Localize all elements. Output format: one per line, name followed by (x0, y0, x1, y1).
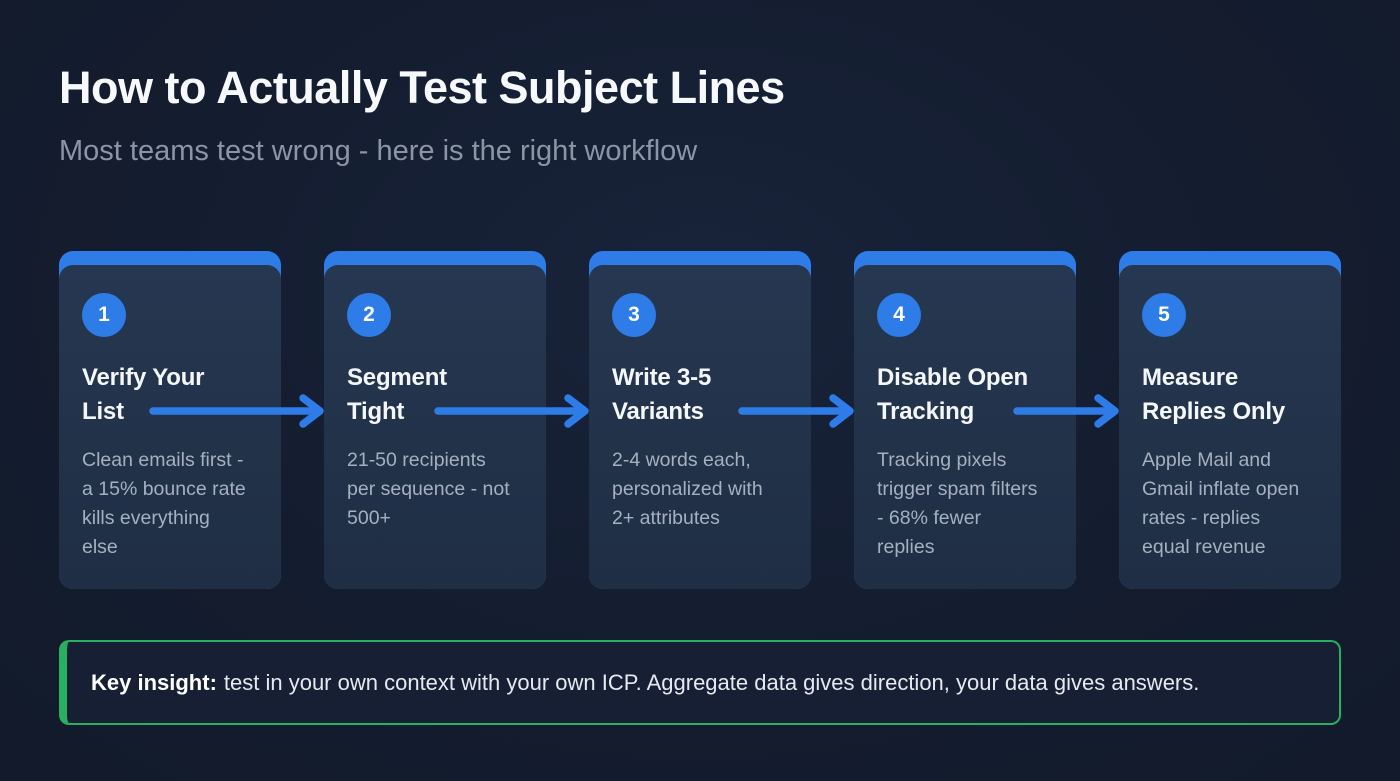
page-title: How to Actually Test Subject Lines (59, 62, 785, 113)
step-card-3: 3 Write 3-5 Variants 2-4 words each, per… (589, 251, 811, 589)
step-card-5: 5 Measure Replies Only Apple Mail and Gm… (1119, 251, 1341, 589)
step-description: Apple Mail and Gmail inflate open rates … (1142, 449, 1300, 558)
step-title: Measure Replies Only (1142, 364, 1285, 425)
step-description: 2-4 words each, personalized with 2+ att… (612, 449, 763, 529)
step-title: Write 3-5 Variants (612, 364, 712, 425)
key-insight-callout: Key insight:test in your own context wit… (59, 640, 1341, 725)
step-title: Verify Your List (82, 364, 205, 425)
step-card-1: 1 Verify Your List Clean emails first - … (59, 251, 281, 589)
key-insight-body: test in your own context with your own I… (223, 669, 1200, 695)
step-title: Disable Open Tracking (877, 364, 1028, 425)
step-number-badge: 5 (1142, 293, 1186, 337)
step-number-badge: 2 (347, 293, 391, 337)
step-title: Segment Tight (347, 364, 447, 425)
key-insight-text: Key insight:test in your own context wit… (91, 670, 1199, 696)
step-description: Tracking pixels trigger spam filters - 6… (877, 449, 1038, 558)
step-card-4: 4 Disable Open Tracking Tracking pixels … (854, 251, 1076, 589)
key-insight-label: Key insight: (91, 669, 217, 695)
step-card-body: 5 Measure Replies Only Apple Mail and Gm… (1119, 265, 1341, 589)
step-card-2: 2 Segment Tight 21-50 recipients per seq… (324, 251, 546, 589)
step-card-body: 2 Segment Tight 21-50 recipients per seq… (324, 265, 546, 589)
step-card-body: 4 Disable Open Tracking Tracking pixels … (854, 265, 1076, 589)
step-number-badge: 3 (612, 293, 656, 337)
page-subtitle: Most teams test wrong - here is the righ… (59, 135, 698, 167)
step-card-body: 1 Verify Your List Clean emails first - … (59, 265, 281, 589)
step-description: Clean emails first - a 15% bounce rate k… (82, 449, 246, 558)
step-number-badge: 4 (877, 293, 921, 337)
step-number-badge: 1 (82, 293, 126, 337)
workflow-steps-row: 1 Verify Your List Clean emails first - … (59, 251, 1341, 589)
step-description: 21-50 recipients per sequence - not 500+ (347, 449, 510, 529)
step-card-body: 3 Write 3-5 Variants 2-4 words each, per… (589, 265, 811, 589)
